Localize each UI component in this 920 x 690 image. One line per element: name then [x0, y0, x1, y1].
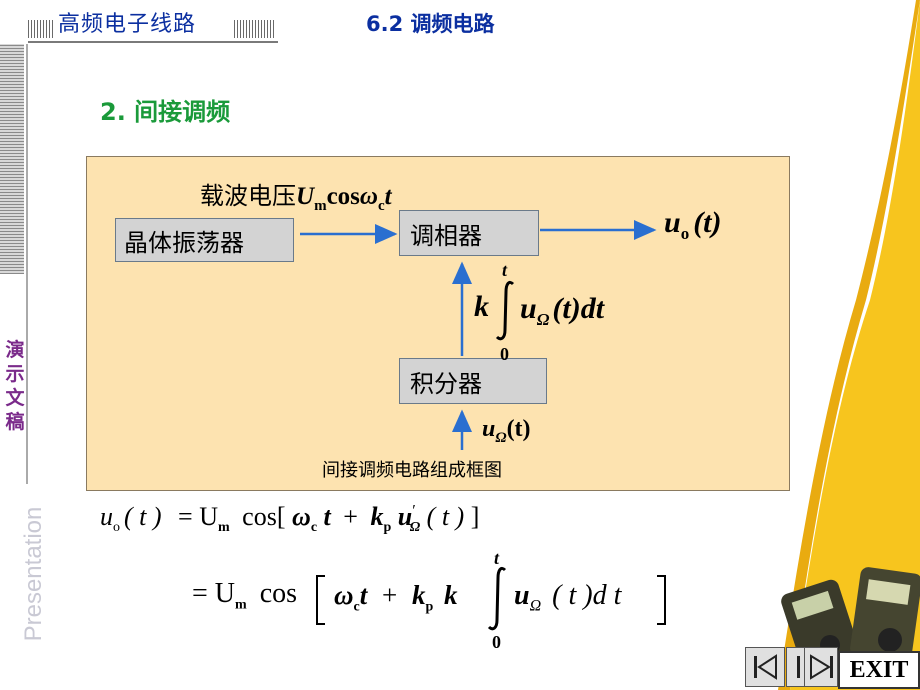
side-char: 演 — [5, 339, 25, 361]
section-title: 6.2 调频电路 — [366, 12, 495, 36]
equation-line-2-mid: ωct + kp k — [334, 580, 458, 615]
phase-modulator-label: 调相器 — [410, 221, 482, 250]
carrier-label: 载波电压Umcosωct — [200, 182, 392, 214]
phase-modulator-block: 调相器 — [399, 210, 539, 256]
side-vertical-text: 演 示 文 稿 — [2, 338, 28, 434]
output-signal-label: uo(t) — [664, 206, 722, 243]
eq-integral-sign — [487, 566, 507, 631]
course-title: 高频电子线路 — [58, 12, 197, 37]
integrator-block: 积分器 — [399, 358, 547, 404]
input-signal-label: uΩ(t) — [482, 416, 531, 446]
integral-sign — [495, 280, 515, 341]
play-icon — [810, 654, 833, 680]
integrand: uΩ(t)dt — [520, 292, 605, 329]
equation-line-1: uo( t ) = Um cos[ ωc t + kp u′Ω ( t ) ] — [100, 502, 480, 536]
integral-lower-limit: 0 — [500, 344, 509, 364]
header-hatch-right — [234, 20, 276, 38]
skip-back-icon — [754, 654, 777, 680]
left-stripe-decoration — [0, 44, 24, 274]
nav-next-button[interactable] — [804, 647, 838, 687]
eq-integral-lower: 0 — [492, 632, 501, 652]
header-underline — [28, 41, 278, 43]
exit-button[interactable]: EXIT — [838, 651, 920, 689]
diagram-caption: 间接调频电路组成框图 — [322, 460, 502, 481]
equation-line-2-integrand: uΩ ( t )d t — [514, 580, 622, 615]
crystal-oscillator-label: 晶体振荡器 — [124, 228, 244, 257]
header-hatch-left — [28, 20, 54, 38]
nav-first-button[interactable] — [745, 647, 785, 687]
crystal-oscillator-block: 晶体振荡器 — [115, 218, 294, 262]
side-char: 文 — [5, 387, 25, 409]
side-char: 示 — [5, 363, 25, 385]
integral-upper-limit: t — [502, 260, 508, 280]
left-vertical-line — [26, 44, 28, 484]
section-heading: 2. 间接调频 — [100, 98, 231, 126]
eq-integral-upper: t — [494, 548, 500, 568]
integral-k: k — [474, 290, 489, 323]
side-char: 稿 — [5, 411, 25, 433]
prev-icon — [797, 656, 800, 678]
background-swoosh — [778, 0, 920, 690]
integrator-label: 积分器 — [410, 369, 482, 398]
left-bracket — [316, 575, 325, 625]
right-bracket — [657, 575, 666, 625]
equation-line-2: = Um cos — [192, 578, 298, 613]
